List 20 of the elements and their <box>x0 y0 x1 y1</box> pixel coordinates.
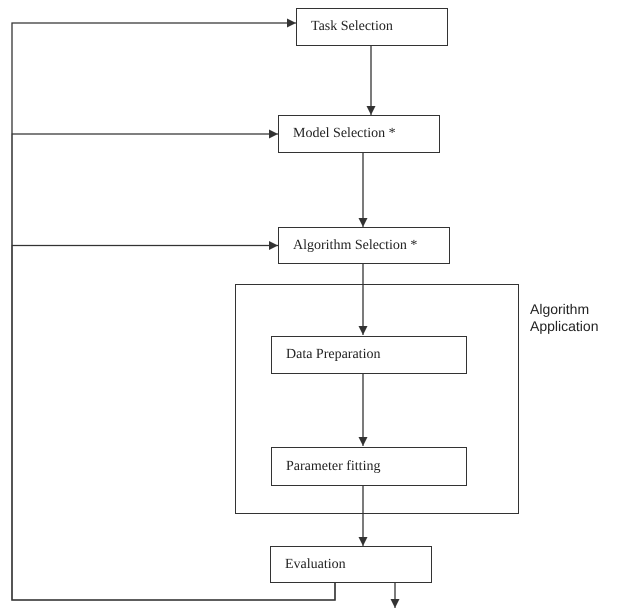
process-box <box>278 227 450 264</box>
box-label: Task Selection <box>310 19 394 35</box>
box-label: Model Selection * <box>292 126 397 142</box>
box-label: Data Preparation <box>285 347 382 363</box>
box-label: Evaluation <box>284 556 347 572</box>
arrow <box>358 373 368 446</box>
arrow <box>358 264 368 335</box>
arrow <box>358 153 368 227</box>
group-label: Algorithm Application <box>530 301 600 335</box>
process-box <box>296 8 448 46</box>
arrow <box>366 46 376 115</box>
process-box <box>271 336 467 374</box>
box-label: Algorithm Selection * <box>292 238 418 254</box>
arrow <box>11 241 336 601</box>
box-label: Parameter fitting <box>285 458 382 474</box>
process-box <box>278 115 440 153</box>
arrow <box>390 583 400 608</box>
process-box <box>271 447 467 486</box>
process-box <box>270 546 432 583</box>
arrow <box>358 485 368 546</box>
